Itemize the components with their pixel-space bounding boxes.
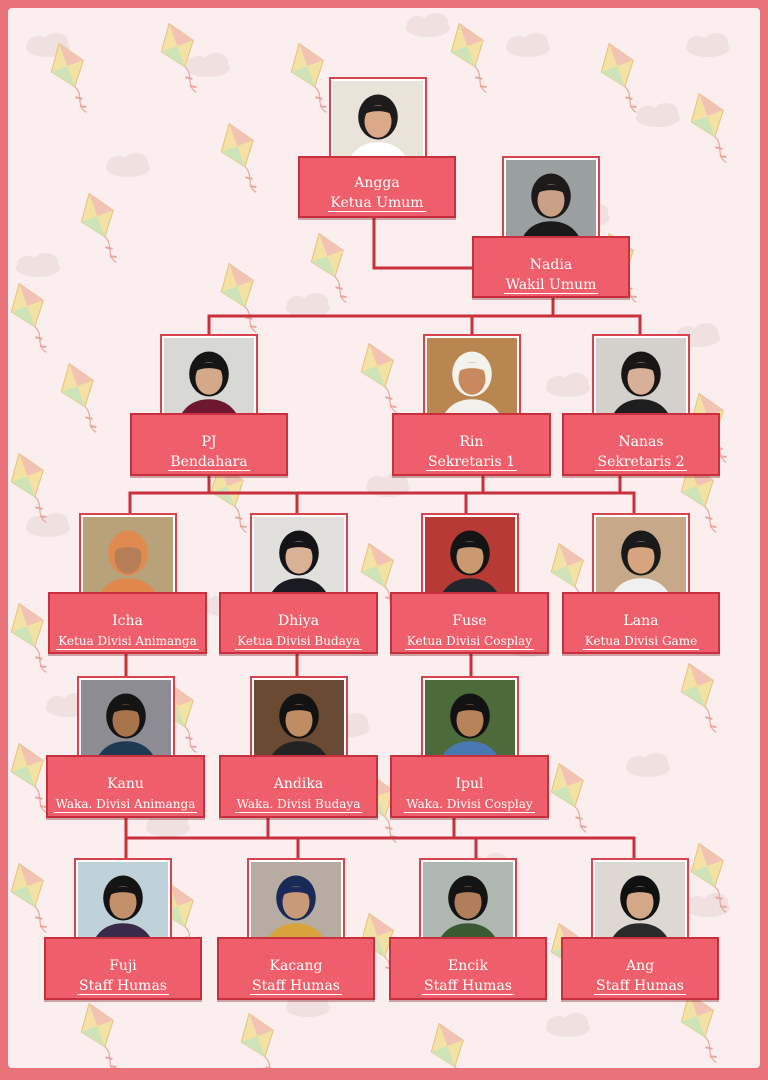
cloud-shape [146,813,190,837]
label-box-andika: Andika Waka. Divisi Budaya [219,755,378,818]
member-role: Staff Humas [594,978,686,995]
member-name: Lana [623,613,659,629]
label-box-angga: Angga Ketua Umum [298,156,456,218]
member-name: Ang [625,958,655,974]
member-name: Rin [459,434,484,450]
label-box-nanas: Nanas Sekretaris 2 [562,413,720,476]
label-box-nadia: Nadia Wakil Umum [472,236,630,298]
kite-shape [10,742,47,813]
label-box-dhiya: Dhiya Ketua Divisi Budaya [219,592,378,654]
link-ketua-wakil [372,216,475,270]
member-role: Wakil Umum [503,277,599,294]
member-role: Ketua Divisi Game [582,634,700,650]
kite-shape [680,992,717,1063]
member-name: Kacang [269,958,323,974]
member-name: Encik [447,958,489,974]
label-box-lana: Lana Ketua Divisi Game [562,592,720,654]
kite-shape [60,362,97,433]
cloud-shape [106,153,150,177]
member-role: Sekretaris 1 [425,454,518,471]
member-role: Sekretaris 2 [595,454,687,471]
kite-shape [690,92,727,163]
cloud-shape [686,893,730,917]
member-name: Nanas [618,434,664,450]
kite-shape [10,602,47,673]
cloud-shape [636,103,680,127]
kite-shape [550,762,587,833]
member-name: Kanu [107,776,144,792]
member-name: Icha [112,613,143,629]
cloud-shape [186,53,230,77]
member-role: Ketua Umum [328,195,426,212]
kite-shape [10,282,47,353]
kite-shape [50,42,87,113]
label-box-rin: Rin Sekretaris 1 [392,413,551,476]
label-box-kacang: Kacang Staff Humas [217,937,375,1000]
member-role: Bendahara [168,454,250,471]
member-role: Ketua Divisi Animanga [56,634,199,650]
cloud-shape [546,1013,590,1037]
kite-shape [160,22,197,93]
member-role: Staff Humas [422,978,514,995]
kite-shape [10,452,47,523]
kite-shape [360,542,397,613]
label-box-fuji: Fuji Staff Humas [44,937,202,1000]
kite-shape [450,22,487,93]
cloud-shape [506,33,550,57]
cloud-shape [686,33,730,57]
member-role: Ketua Divisi Cosplay [404,634,535,650]
label-box-pj: PJ Bendahara [130,413,288,476]
member-name: Angga [354,175,400,191]
member-role: Waka. Divisi Cosplay [404,797,535,813]
kite-shape [10,862,47,933]
cloud-shape [286,293,330,317]
member-role: Staff Humas [77,978,169,995]
member-role: Ketua Divisi Budaya [235,634,362,650]
kite-shape [220,122,257,193]
kite-shape [690,842,727,913]
label-box-ipul: Ipul Waka. Divisi Cosplay [390,755,549,818]
label-box-icha: Icha Ketua Divisi Animanga [48,592,207,654]
label-box-ang: Ang Staff Humas [561,937,719,1000]
member-role: Staff Humas [250,978,342,995]
cloud-shape [546,373,590,397]
kite-shape [80,192,117,263]
member-name: Andika [273,776,324,792]
cloud-shape [406,13,450,37]
member-name: Ipul [455,776,484,792]
cloud-shape [16,253,60,277]
member-name: Nadia [529,257,573,273]
kite-shape [80,1002,117,1068]
member-name: PJ [201,434,217,450]
kite-shape [240,1012,277,1068]
label-box-kanu: Kanu Waka. Divisi Animanga [46,755,205,818]
kite-shape [430,1022,467,1068]
member-name: Fuji [109,958,137,974]
label-box-encik: Encik Staff Humas [389,937,547,1000]
member-role: Waka. Divisi Animanga [53,797,198,813]
kite-shape [290,42,327,113]
kite-shape [360,342,397,413]
kite-shape [220,262,257,333]
label-box-fuse: Fuse Ketua Divisi Cosplay [390,592,549,654]
member-role: Waka. Divisi Budaya [234,797,363,813]
member-name: Fuse [452,613,487,629]
cloud-shape [626,753,670,777]
member-name: Dhiya [278,613,319,629]
link-row4-row5 [124,816,636,872]
kite-shape [310,232,347,303]
link-row2-row3 [128,474,636,530]
link-wakil-row2 [207,296,642,352]
kite-shape [680,662,717,733]
kite-shape [600,42,637,113]
